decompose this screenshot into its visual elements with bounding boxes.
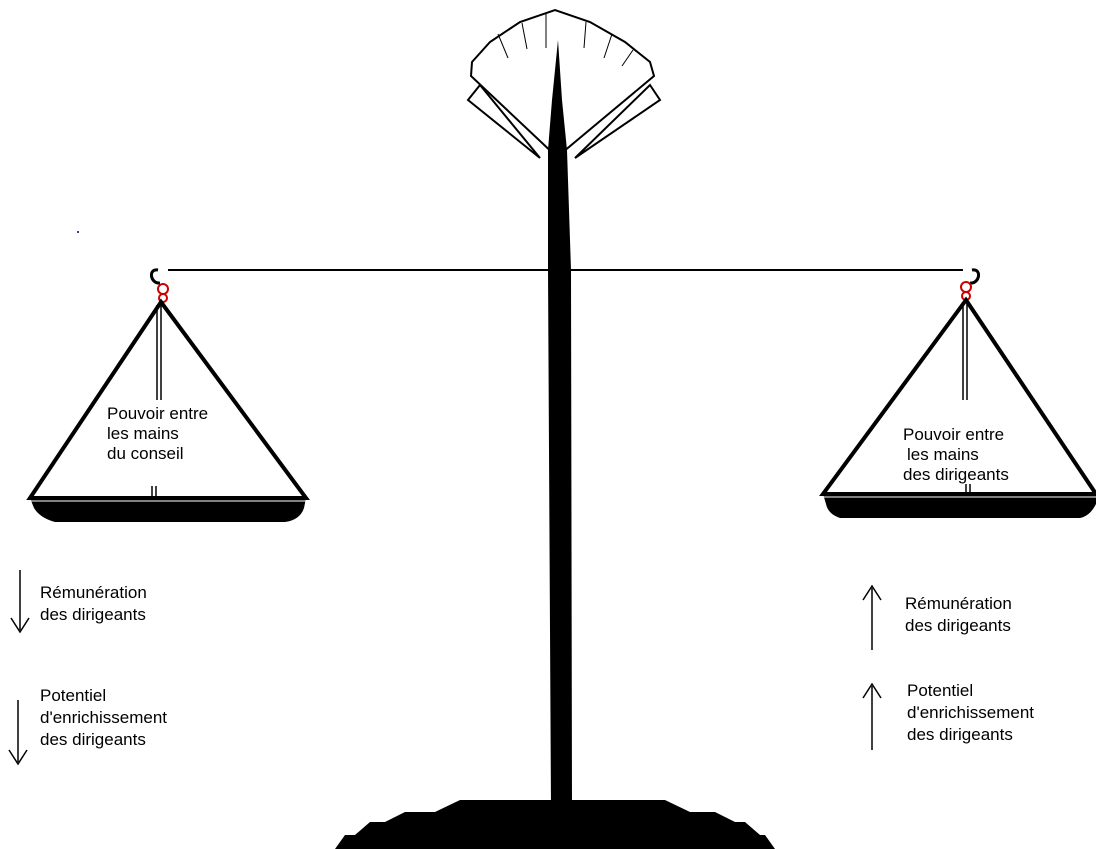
effect-line: des dirigeants (907, 724, 1034, 746)
effect-line: d'enrichissement (40, 707, 167, 729)
stray-dot (77, 231, 79, 233)
right-hook-icon (961, 270, 979, 300)
right-pan-label-line: les mains (903, 445, 1009, 465)
right-effect-remuneration: Rémunération des dirigeants (905, 593, 1012, 637)
up-arrow-icon (863, 684, 881, 750)
effect-line: Potentiel (40, 685, 167, 707)
left-pan-label-line: du conseil (107, 444, 208, 464)
down-arrow-icon (11, 570, 29, 632)
left-effect-enrichment: Potentiel d'enrichissement des dirigeant… (40, 685, 167, 751)
effect-line: Potentiel (907, 680, 1034, 702)
right-effect-enrichment: Potentiel d'enrichissement des dirigeant… (907, 680, 1034, 746)
left-pan-label: Pouvoir entre les mains du conseil (107, 404, 208, 464)
effect-line: des dirigeants (40, 729, 167, 751)
effect-line: Rémunération (905, 593, 1012, 615)
right-pan-label: Pouvoir entre les mains des dirigeants (903, 425, 1009, 485)
left-effect-remuneration: Rémunération des dirigeants (40, 582, 147, 626)
right-pan-label-line: des dirigeants (903, 465, 1009, 485)
down-arrow-icon (9, 700, 27, 764)
scale-base (335, 800, 775, 849)
effect-line: Rémunération (40, 582, 147, 604)
left-pan-label-line: les mains (107, 424, 208, 444)
effect-line: des dirigeants (40, 604, 147, 626)
up-arrow-icon (863, 586, 881, 650)
left-pan-label-line: Pouvoir entre (107, 404, 208, 424)
right-pan (823, 300, 1096, 518)
left-hook-icon (151, 270, 168, 302)
effect-line: d'enrichissement (907, 702, 1034, 724)
right-pan-label-line: Pouvoir entre (903, 425, 1009, 445)
central-post (548, 40, 572, 810)
effect-line: des dirigeants (905, 615, 1012, 637)
